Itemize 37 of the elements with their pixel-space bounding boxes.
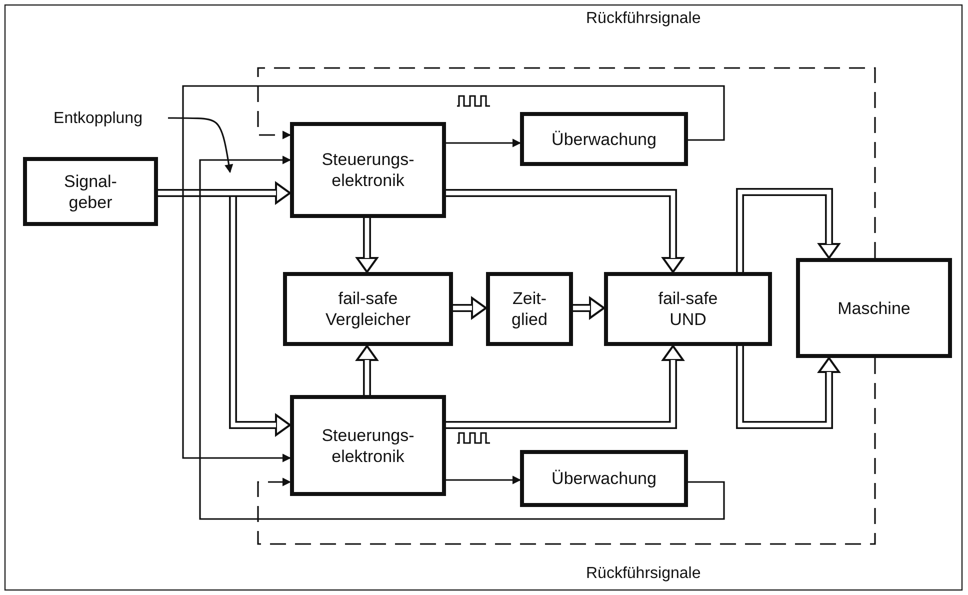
feedback-line [257, 358, 876, 545]
hollow-arrow [573, 297, 605, 319]
box-label: Überwachung [552, 128, 656, 150]
box-label: Signal- geber [63, 170, 118, 212]
process-box [520, 112, 688, 166]
hollow-arrow [158, 182, 291, 204]
signal-line [199, 156, 725, 520]
box-label: Maschine [838, 298, 910, 318]
box-label: Steuerungs- elektronik [320, 149, 416, 191]
box-label: fail-safe Vergleicher [324, 288, 412, 330]
hollow-arrow [736, 188, 840, 272]
leader-line [168, 117, 233, 172]
signal-line [446, 139, 520, 147]
hollow-arrow [356, 218, 378, 273]
hollow-arrow [736, 346, 840, 429]
process-box [23, 157, 158, 226]
hollow-arrow [453, 297, 487, 319]
callout-text: Entkopplung [54, 108, 142, 128]
hollow-arrow [356, 345, 378, 395]
box-label: fail-safe UND [657, 288, 719, 330]
annotation-label: Rückführsignale [586, 565, 701, 583]
hollow-arrow [446, 189, 684, 273]
box-label: Überwachung [552, 468, 656, 489]
process-box [290, 395, 446, 496]
feedback-line [257, 67, 876, 258]
signal-line [182, 85, 725, 462]
process-box [486, 272, 573, 346]
hollow-arrow [446, 345, 684, 429]
box-label: Zeit- glied [510, 288, 548, 330]
process-box [283, 272, 453, 346]
process-box [796, 258, 952, 358]
signal-line [446, 476, 520, 484]
box-label: Steuerungs- elektronik [320, 424, 416, 466]
process-box [520, 450, 688, 507]
process-box [290, 122, 446, 218]
process-box [604, 272, 772, 346]
annotation-label: Rückführsignale [586, 10, 701, 28]
